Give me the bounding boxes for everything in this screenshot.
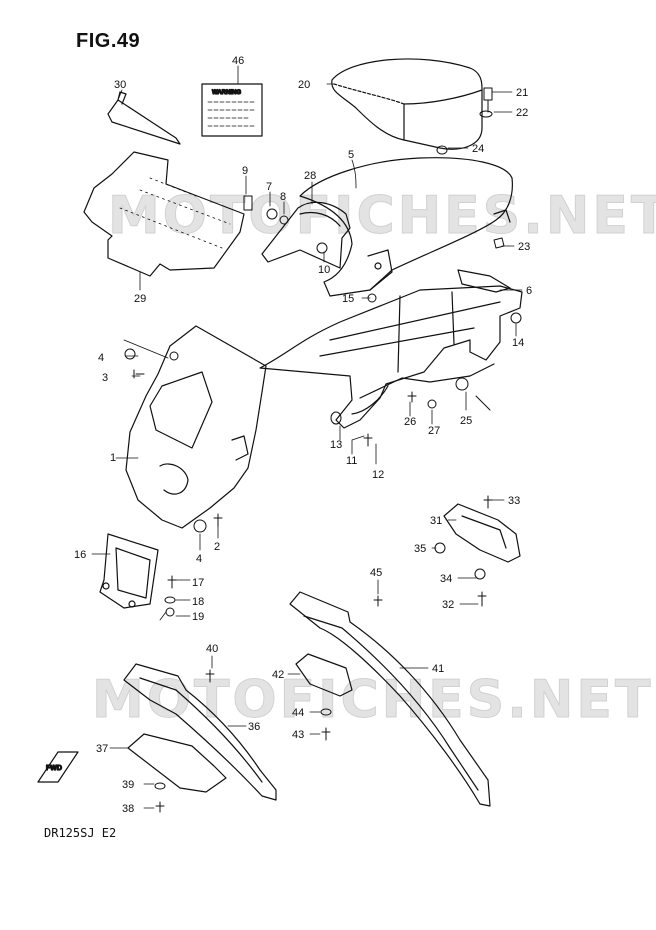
callout-16: 16 bbox=[74, 549, 86, 561]
callout-27: 27 bbox=[428, 425, 440, 437]
fwd-label: FWD bbox=[46, 765, 62, 772]
callout-34: 34 bbox=[440, 573, 452, 585]
callout-39: 39 bbox=[122, 779, 134, 791]
callout-23: 23 bbox=[518, 241, 530, 253]
callout-13: 13 bbox=[330, 439, 342, 451]
part-small-bracket bbox=[127, 733, 227, 793]
callout-18: 18 bbox=[192, 596, 204, 608]
callout-37: 37 bbox=[96, 743, 108, 755]
callout-35: 35 bbox=[414, 543, 426, 555]
part-carrier-bracket bbox=[457, 269, 511, 293]
callout-4: 4 bbox=[98, 352, 104, 364]
part-reflector-bracket bbox=[443, 503, 521, 563]
callout-44: 44 bbox=[292, 707, 304, 719]
callout-15: 15 bbox=[342, 293, 354, 305]
part-guard-bracket bbox=[295, 653, 353, 697]
callout-2: 2 bbox=[214, 541, 220, 553]
callout-29: 29 bbox=[134, 293, 146, 305]
part-hardware bbox=[124, 87, 522, 813]
callout-4-lower: 4 bbox=[196, 553, 202, 565]
callout-8: 8 bbox=[280, 191, 286, 203]
callout-7: 7 bbox=[266, 181, 272, 193]
callout-20: 20 bbox=[298, 79, 310, 91]
model-code: DR125SJ E2 bbox=[44, 826, 117, 840]
callout-10: 10 bbox=[318, 264, 330, 276]
part-warning-label: WARNING bbox=[201, 83, 263, 137]
part-rear-frame bbox=[259, 285, 523, 429]
callout-11: 11 bbox=[346, 455, 357, 467]
part-splash-guard-small bbox=[123, 663, 277, 801]
part-license-plate-bracket bbox=[99, 533, 159, 609]
fwd-arrow-icon: FWD bbox=[37, 751, 79, 783]
watermark-bottom: MOTOFICHES.NET bbox=[91, 670, 654, 731]
part-splash-guard-large bbox=[289, 591, 491, 807]
callout-33: 33 bbox=[508, 495, 520, 507]
callout-12: 12 bbox=[372, 469, 384, 481]
callout-6: 6 bbox=[526, 285, 532, 297]
callout-21: 21 bbox=[516, 87, 528, 99]
leader-lines bbox=[91, 65, 523, 809]
callout-labels: 1 2 3 4 4 5 6 7 8 9 10 11 12 13 14 15 16… bbox=[74, 55, 532, 815]
warning-label-text: WARNING bbox=[212, 90, 241, 96]
part-rear-fender-front bbox=[125, 325, 267, 529]
part-cable-tie bbox=[107, 91, 181, 145]
callout-38: 38 bbox=[122, 803, 134, 815]
part-seat bbox=[331, 58, 483, 150]
callout-40: 40 bbox=[206, 643, 218, 655]
callout-5: 5 bbox=[348, 149, 354, 161]
figure-title: FIG.49 bbox=[76, 30, 141, 52]
callout-25: 25 bbox=[460, 415, 472, 427]
callout-26: 26 bbox=[404, 416, 416, 428]
part-rear-fender bbox=[299, 157, 513, 297]
callout-28: 28 bbox=[304, 170, 316, 182]
callout-31: 31 bbox=[430, 515, 442, 527]
callout-42: 42 bbox=[272, 669, 284, 681]
watermark-top: MOTOFICHES.NET bbox=[107, 186, 656, 247]
callout-22: 22 bbox=[516, 107, 528, 119]
callout-43: 43 bbox=[292, 729, 304, 741]
callout-17: 17 bbox=[192, 577, 204, 589]
callout-24: 24 bbox=[472, 143, 484, 155]
callout-1: 1 bbox=[110, 452, 116, 464]
callout-46: 46 bbox=[232, 55, 244, 67]
callout-14: 14 bbox=[512, 337, 524, 349]
callout-36: 36 bbox=[248, 721, 260, 733]
callout-30: 30 bbox=[114, 79, 126, 91]
callout-3: 3 bbox=[102, 372, 108, 384]
callout-19: 19 bbox=[192, 611, 204, 623]
callout-32: 32 bbox=[442, 599, 454, 611]
part-rear-mudflap-sheet bbox=[83, 151, 245, 277]
part-fender-bracket bbox=[261, 201, 351, 269]
callout-45: 45 bbox=[370, 567, 382, 579]
callout-41: 41 bbox=[432, 663, 444, 675]
callout-9: 9 bbox=[242, 165, 248, 177]
